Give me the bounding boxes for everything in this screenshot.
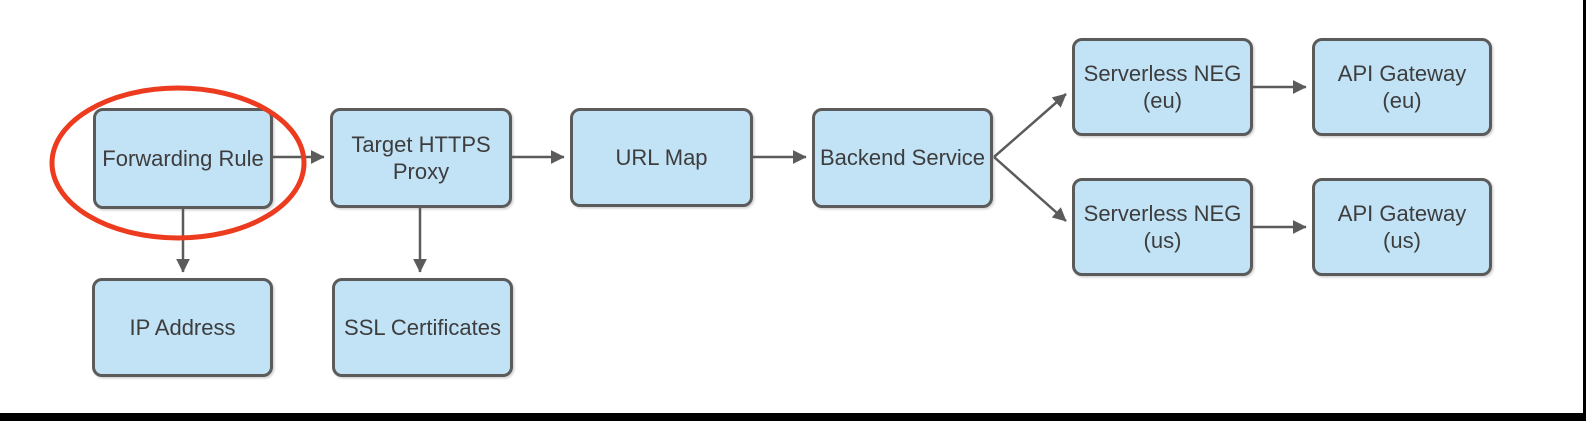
- window-border-bottom: [0, 413, 1586, 421]
- node-forwarding-rule: Forwarding Rule: [93, 108, 273, 209]
- node-api-gateway-us: API Gateway (us): [1312, 178, 1492, 276]
- node-serverless-neg-eu: Serverless NEG (eu): [1072, 38, 1253, 136]
- node-backend-service: Backend Service: [812, 108, 993, 208]
- node-serverless-neg-us: Serverless NEG (us): [1072, 178, 1253, 276]
- node-ip-address: IP Address: [92, 278, 273, 377]
- node-target-https-proxy: Target HTTPS Proxy: [330, 108, 512, 208]
- edge-backend-service-to-serverless-neg-us: [993, 156, 1067, 222]
- node-url-map: URL Map: [570, 108, 753, 207]
- edge-backend-service-to-serverless-neg-eu: [993, 93, 1067, 158]
- node-ssl-certificates: SSL Certificates: [332, 278, 513, 377]
- window-border-right: [1583, 0, 1586, 421]
- node-api-gateway-eu: API Gateway (eu): [1312, 38, 1492, 136]
